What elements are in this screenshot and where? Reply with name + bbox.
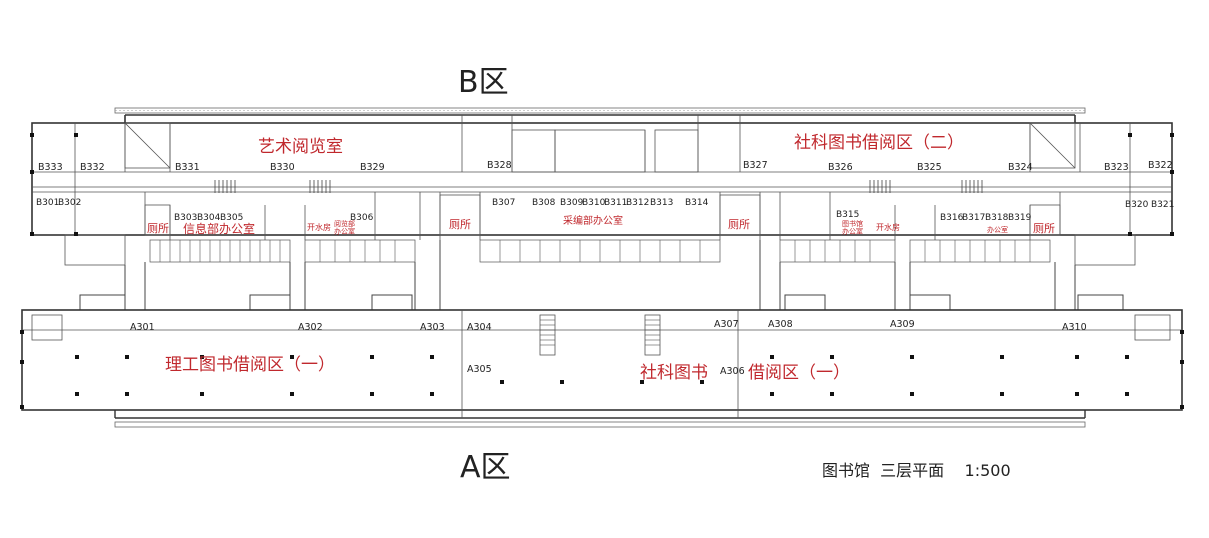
room-label: B325 (917, 162, 942, 173)
room-label: B324 (1008, 162, 1033, 173)
social-sci-lending-1-label-b: 借阅区（一） (748, 363, 850, 383)
room-label: A302 (298, 322, 323, 333)
room-label: B309 (560, 198, 584, 208)
room-label: B330 (270, 162, 295, 173)
room-label: B323 (1104, 162, 1129, 173)
room-label: B331 (175, 162, 200, 173)
room-label: B319 (1008, 213, 1032, 223)
info-dept-office-label: 信息部办公室 (183, 221, 255, 236)
room-label: B315 (836, 210, 859, 220)
social-sci-lending-1-label-a: 社科图书 (640, 363, 708, 383)
social-sci-lending-2-label: 社科图书借阅区（二） (794, 133, 964, 153)
toilet-far-right-label: 厕所 (1033, 222, 1055, 235)
connector-structure (79, 240, 1124, 311)
room-label: B327 (743, 160, 768, 171)
toilet-left-label: 厕所 (147, 222, 169, 235)
reading-office-label: 阅览部办公室 (334, 219, 355, 236)
room-labels-b-top: B333 B332 B331 B330 B329 B328 B327 B326 … (38, 160, 1173, 173)
room-label: B321 (1151, 200, 1174, 210)
room-label: B328 (487, 160, 512, 171)
zone-a-title: A区 (460, 450, 511, 485)
room-label: B303 (174, 213, 197, 223)
structural-columns (20, 133, 1184, 409)
room-label: B326 (828, 162, 853, 173)
room-label: B307 (492, 198, 515, 208)
room-label: A305 (467, 364, 492, 375)
room-labels-a: A301 A302 A303 A304 A305 A306 A307 A308 … (130, 319, 1087, 377)
room-label: B312 (626, 198, 649, 208)
room-label: A308 (768, 319, 793, 330)
room-label: B308 (532, 198, 556, 208)
room-label: B311 (604, 198, 627, 208)
room-label: B313 (650, 198, 673, 208)
room-label: B318 (985, 213, 1009, 223)
room-label: B332 (80, 162, 105, 173)
room-label: B306 (350, 213, 374, 223)
room-labels-b-mid: B301 B302 B303 B304 B305 B306 B307 B308 … (36, 198, 1174, 223)
room-label: B320 (1125, 200, 1149, 210)
room-label: B304 (197, 213, 221, 223)
small-office-label: 办公室 (987, 225, 1008, 234)
room-label: A306 (720, 366, 745, 377)
acquisitions-office-label: 采编部办公室 (563, 214, 623, 227)
water-room-left-label: 开水房 (307, 222, 331, 232)
zone-b-title: B区 (458, 65, 509, 100)
room-label: B301 (36, 198, 59, 208)
toilet-right-label: 厕所 (728, 218, 750, 231)
room-label: A303 (420, 322, 445, 333)
room-label: B302 (58, 198, 81, 208)
room-label: B316 (940, 213, 964, 223)
water-room-right-label: 开水房 (876, 222, 900, 232)
room-label: A301 (130, 322, 155, 333)
room-label: B310 (582, 198, 606, 208)
room-label: A304 (467, 322, 492, 333)
room-label: B305 (220, 213, 243, 223)
room-label: B329 (360, 162, 385, 173)
room-label: B317 (962, 213, 985, 223)
art-reading-room-label: 艺术阅览室 (258, 137, 343, 157)
sci-eng-lending-1-label: 理工图书借阅区（一） (165, 355, 335, 375)
toilet-mid-label: 厕所 (449, 218, 471, 231)
plan-caption: 图书馆 三层平面 1:500 (822, 461, 1011, 480)
room-label: B333 (38, 162, 63, 173)
b-zone-structure (31, 107, 1173, 266)
room-label: A309 (890, 319, 915, 330)
lending-office-label: 图书馆办公室 (842, 219, 863, 236)
room-label: A307 (714, 319, 739, 330)
room-label: A310 (1062, 322, 1087, 333)
room-label: B322 (1148, 160, 1173, 171)
room-label: B314 (685, 198, 709, 208)
